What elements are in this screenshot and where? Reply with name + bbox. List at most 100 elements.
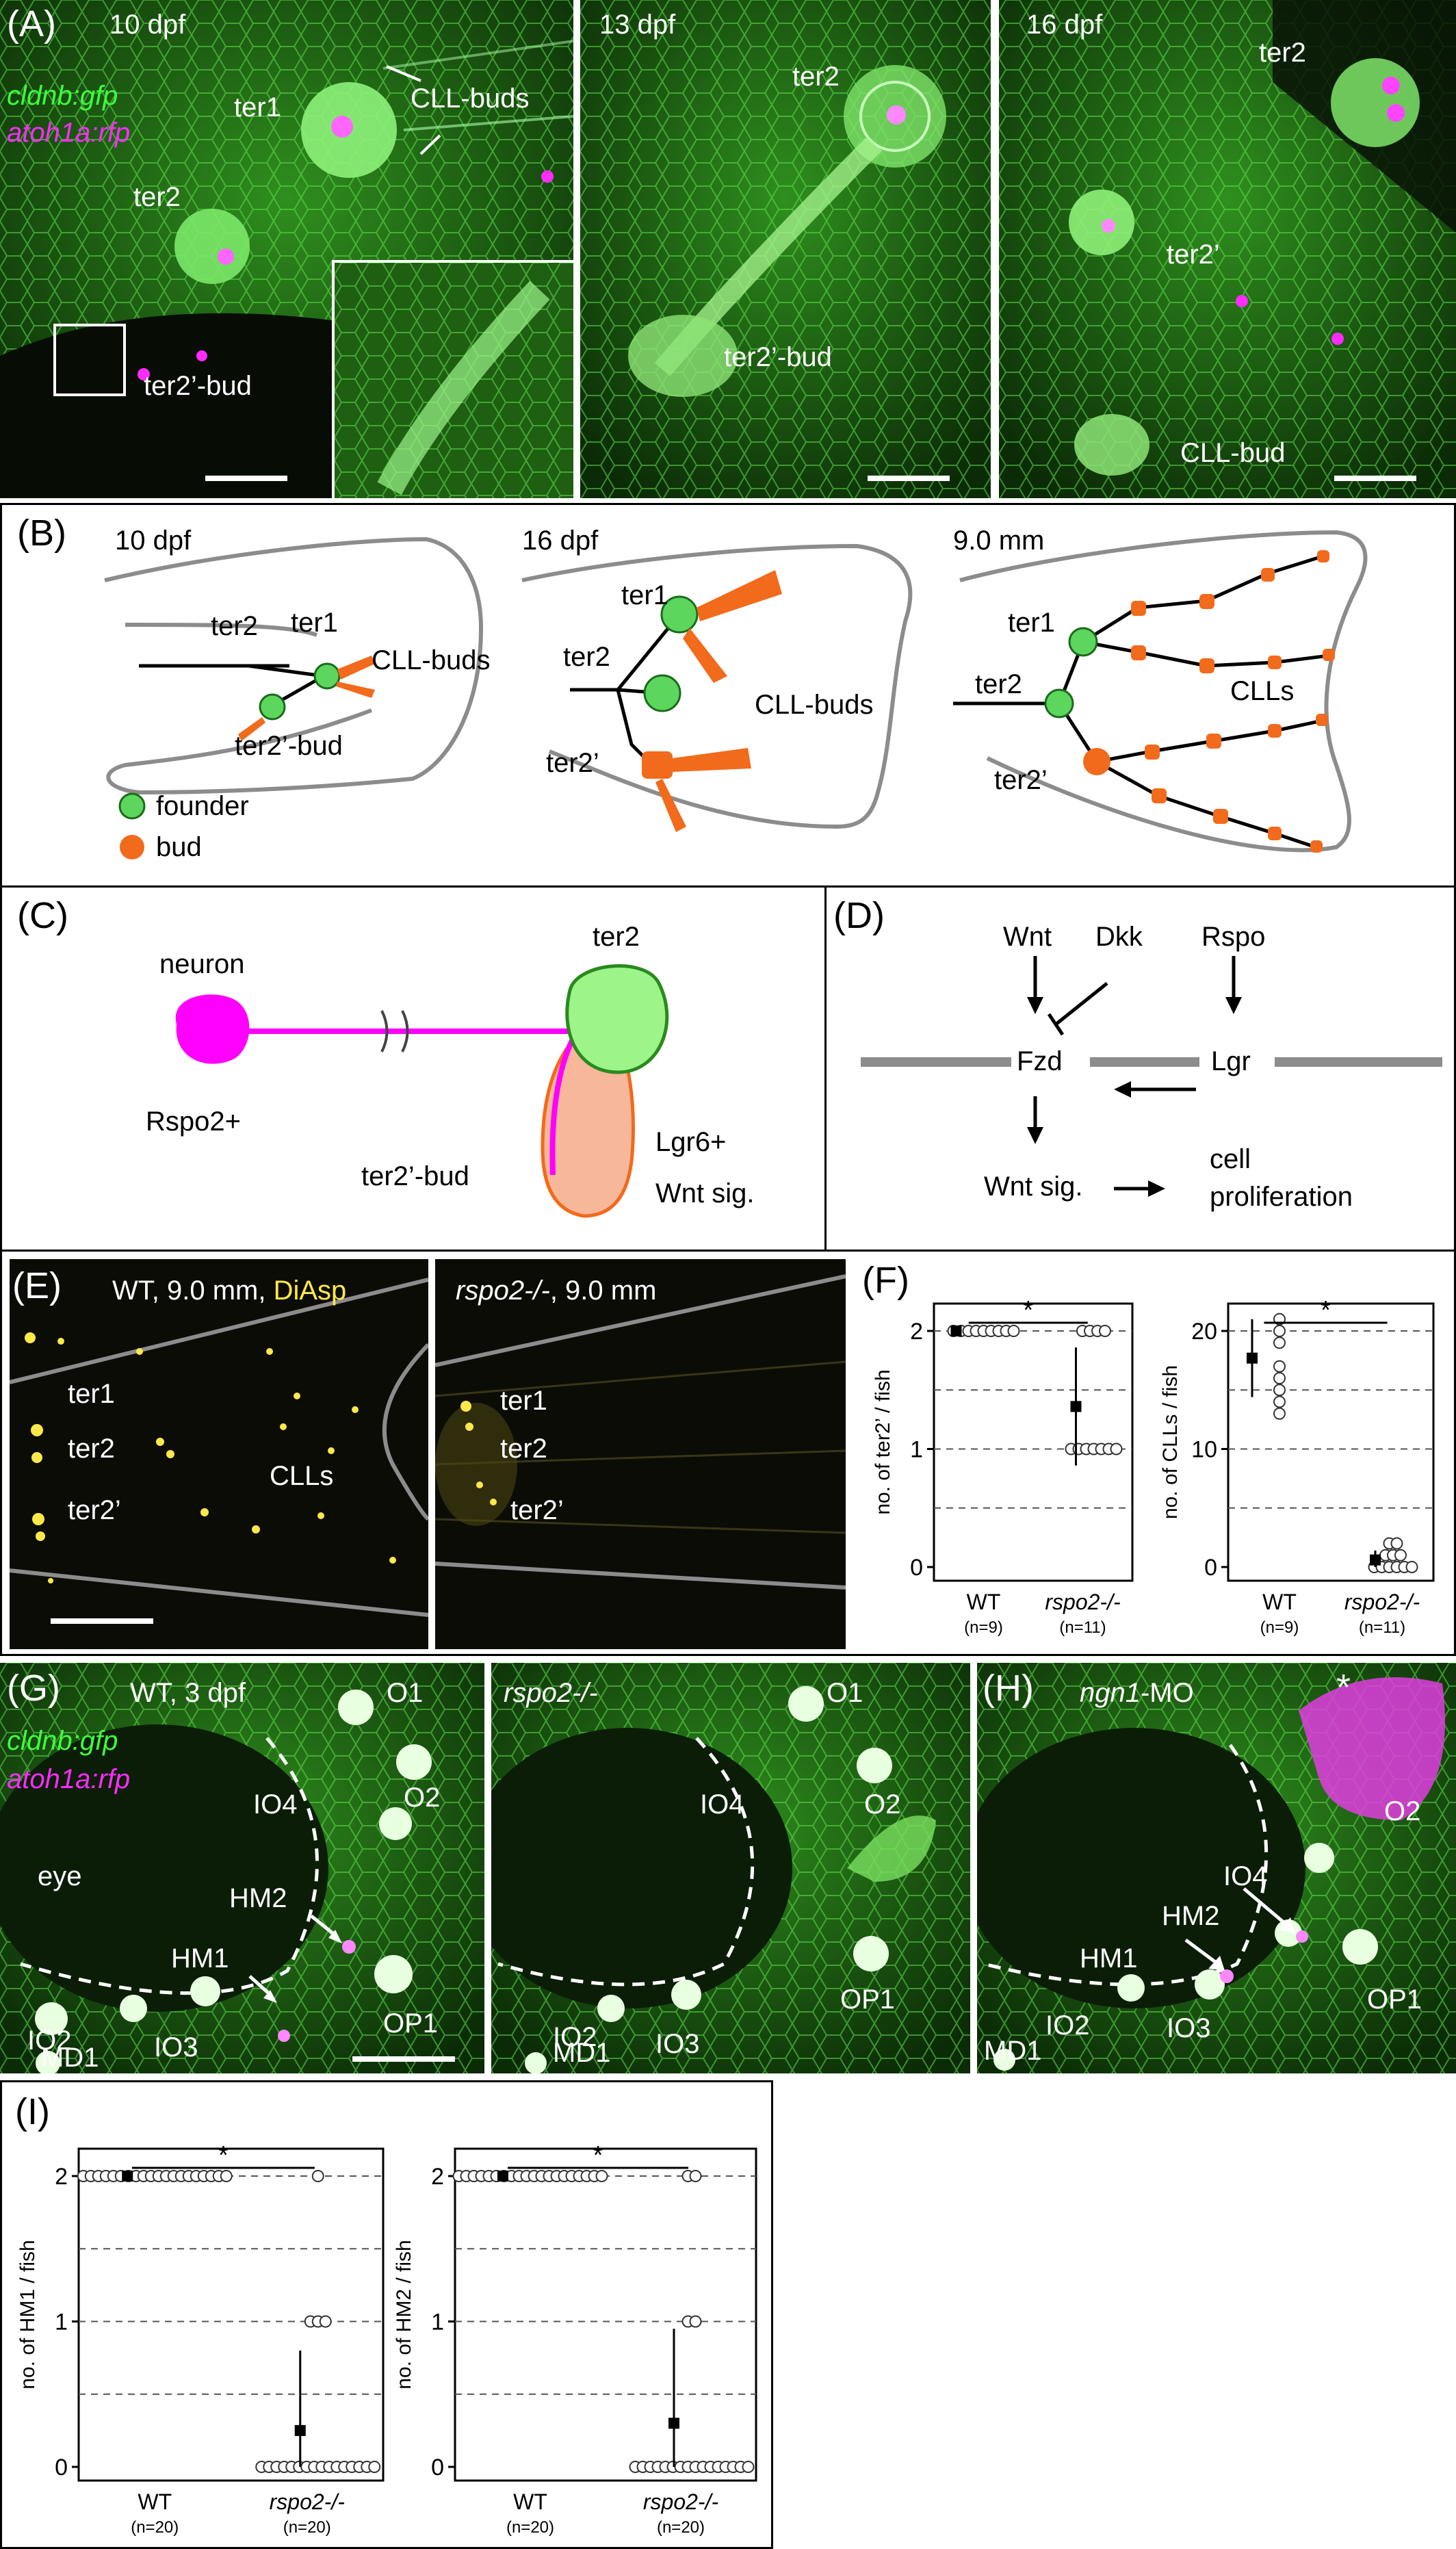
e-ter2p: ter2’ — [68, 1495, 121, 1525]
data-point — [689, 2170, 702, 2182]
b-diagram — [104, 530, 1368, 859]
a3-ter2p-label: ter2’ — [1167, 240, 1220, 270]
e-wt-fin-image — [10, 1278, 428, 1617]
g-mut-OP1: OP1 — [840, 1984, 896, 2015]
b3-ter2: ter2 — [975, 669, 1022, 699]
h-MD1: MD1 — [984, 2036, 1042, 2066]
a1-rfp-label: atoh1a:rfp — [7, 118, 131, 148]
g-rfp-label: atoh1a:rfp — [7, 1764, 131, 1794]
b1-stage: 10 dpf — [115, 526, 192, 556]
data-point — [319, 2315, 332, 2328]
n-label: (n=20) — [131, 2518, 179, 2537]
y-tick-label: 20 — [1191, 1319, 1217, 1345]
a2-bud-label: ter2’-bud — [724, 342, 832, 372]
e-mut-fin-image — [435, 1274, 846, 1590]
b3-stage: 9.0 mm — [953, 526, 1045, 556]
panel-a3-micrograph: 16 dpf ter2 ter2’ CLL-bud — [999, 0, 1456, 498]
h-title: ngn1-MO — [1080, 1678, 1194, 1708]
data-point — [689, 2315, 702, 2328]
a1-cll-label: CLL-buds — [411, 83, 530, 114]
significance-star: * — [1023, 1296, 1033, 1325]
b2-cll: CLL-buds — [755, 690, 874, 720]
e-ter1: ter1 — [68, 1379, 115, 1409]
a2-ter2-label: ter2 — [792, 62, 840, 92]
a3-scale-bar — [1334, 476, 1416, 481]
plot-frame — [77, 2147, 385, 2482]
a3-tissue-image — [999, 0, 1456, 498]
g-wt-head-image — [0, 1663, 484, 2073]
mean-marker — [1370, 1554, 1381, 1566]
e-mut-title: rspo2-/-, 9.0 mm — [456, 1276, 657, 1306]
mean-marker — [122, 2171, 133, 2182]
y-tick-label: 2 — [431, 2164, 444, 2190]
mean-marker — [294, 2424, 306, 2436]
n-label: (n=20) — [283, 2518, 331, 2537]
data-point — [1273, 1325, 1286, 1337]
panel-label-c: (C) — [17, 895, 68, 936]
a1-scale-bar — [205, 476, 287, 481]
a2-scale-bar — [868, 476, 950, 481]
g-OP1: OP1 — [383, 2008, 439, 2039]
panel-label-e: (E) — [12, 1265, 62, 1306]
panel-h-mo-image: (H) ngn1-MO * O2 IO4 HM2 HM1 OP1 IO2 IO3… — [977, 1663, 1456, 2073]
panel-c-schematic: (C) neuron Rspo2+ ter2 ter2’-bud Lgr6+ W… — [0, 885, 827, 1252]
b3-ter1: ter1 — [1008, 608, 1055, 638]
d-dkk: Dkk — [1095, 922, 1143, 952]
d-lgr: Lgr — [1211, 1046, 1251, 1076]
mean-marker — [1247, 1352, 1258, 1364]
panel-label-d: (D) — [833, 895, 885, 936]
h-star: * — [1336, 1667, 1351, 1708]
mean-marker — [950, 1325, 962, 1336]
data-point — [742, 2461, 755, 2473]
g-HM1: HM1 — [171, 1943, 229, 1974]
g-scale-bar — [352, 2056, 455, 2062]
panel-label-h: (H) — [983, 1668, 1034, 1709]
y-tick-label: 10 — [1191, 1437, 1217, 1463]
n-label: (n=11) — [1059, 1618, 1106, 1637]
c-wnt: Wnt sig. — [655, 1178, 755, 1208]
data-point — [1273, 1360, 1286, 1373]
b2-stage: 16 dpf — [522, 526, 599, 556]
x-category-label: WT — [1262, 1590, 1297, 1614]
e-wt-title: WT, 9.0 mm, DiAsp — [112, 1276, 347, 1306]
n-label: (n=20) — [506, 2518, 554, 2537]
legend-founder-swatch — [118, 792, 146, 820]
significance-star: * — [218, 2142, 229, 2170]
data-point — [1390, 1537, 1403, 1550]
a3-ter2-label: ter2 — [1259, 38, 1306, 68]
significance-star: * — [593, 2142, 603, 2170]
y-tick-label: 2 — [55, 2164, 68, 2190]
panel-label-f: (F) — [862, 1260, 909, 1301]
n-label: (n=11) — [1359, 1618, 1405, 1637]
a1-tissue-image — [0, 0, 573, 498]
d-prolif: proliferation — [1210, 1182, 1353, 1212]
y-tick-label: 1 — [431, 2309, 444, 2335]
panel-label-b: (B) — [17, 513, 66, 554]
h-HM1: HM1 — [1080, 1943, 1138, 1974]
c-lgr6: Lgr6+ — [655, 1127, 727, 1157]
d-wntsig: Wnt sig. — [984, 1172, 1083, 1202]
b2-ter1: ter1 — [621, 580, 668, 610]
g-mut-O2: O2 — [864, 1789, 901, 1820]
plot-frame — [933, 1302, 1134, 1582]
data-point — [1394, 1549, 1407, 1562]
h-IO4: IO4 — [1223, 1861, 1268, 1891]
a1-gfp-label: cldnb:gfp — [7, 81, 118, 111]
legend-bud-swatch — [120, 835, 144, 859]
data-point — [1273, 1336, 1286, 1349]
h-IO3: IO3 — [1167, 2013, 1211, 2043]
y-tick-label: 0 — [910, 1555, 923, 1581]
d-cell: cell — [1210, 1144, 1251, 1174]
e-diasp-label: DiAsp — [273, 1276, 347, 1306]
x-category-label: rspo2-/- — [1045, 1590, 1120, 1614]
g-HM2: HM2 — [229, 1883, 287, 1913]
e-scale-bar — [51, 1618, 153, 1624]
g-eye: eye — [38, 1861, 82, 1891]
g-mut-IO4: IO4 — [700, 1789, 744, 1820]
e-mut-ter2p: ter2’ — [510, 1495, 564, 1525]
h-HM2: HM2 — [1162, 1901, 1220, 1931]
x-category-label: WT — [138, 2489, 172, 2514]
